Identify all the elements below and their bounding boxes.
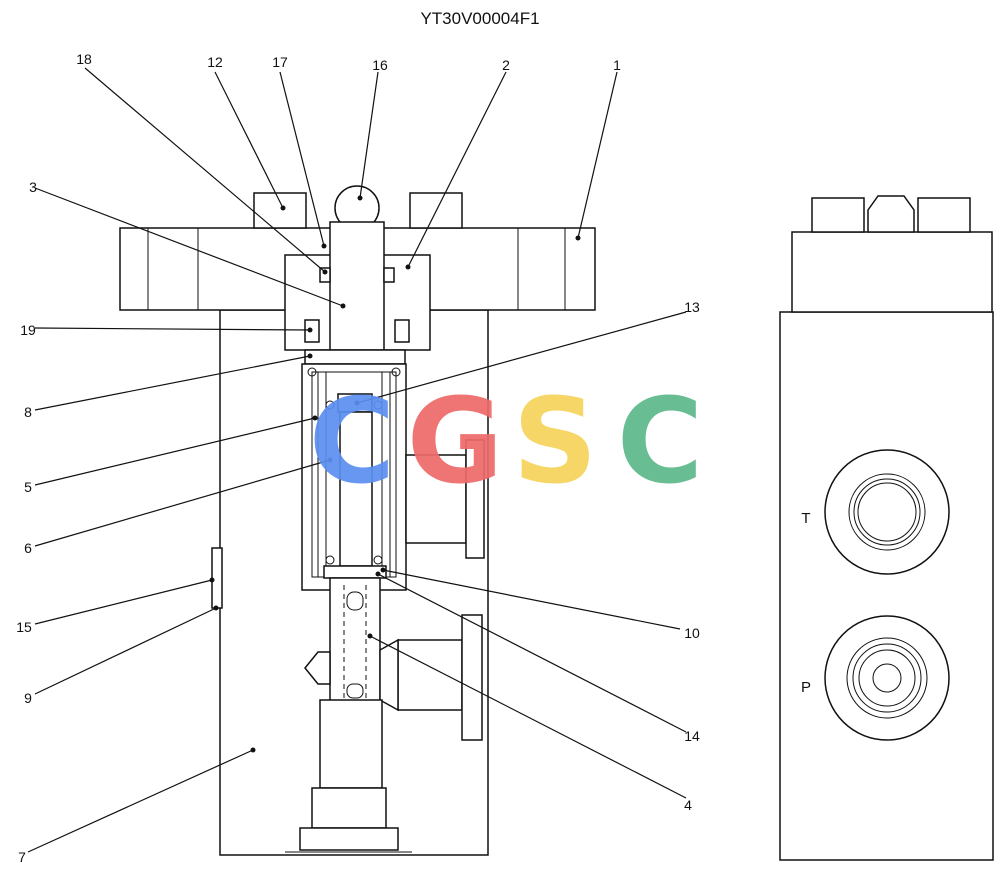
lower-fitting-neck [379,638,399,712]
lower-side-flange [461,614,483,741]
callout-labels: 1 2 3 4 5 6 7 8 9 10 12 13 14 15 16 17 1… [16,51,700,865]
callout-13: 13 [684,299,700,315]
callout-17: 17 [272,54,288,70]
callout-2: 2 [502,57,510,73]
watermark-letter-3: S [513,372,598,510]
upper-side-fitting [405,454,467,544]
callout-16: 16 [372,57,388,73]
callout-18: 18 [76,51,92,67]
leader-lines [27,67,687,853]
bottom-base [299,827,399,851]
callout-19: 19 [20,322,36,338]
callout-12: 12 [207,54,223,70]
callout-10: 10 [684,625,700,641]
plunger [329,221,385,351]
seal-right [383,267,395,283]
side-body [779,311,994,861]
side-top-housing [791,231,993,313]
lower-side-fitting [397,639,463,711]
pointed-fitting [304,651,331,685]
callout-4: 4 [684,797,692,813]
drawing-title: YT30V00004F1 [420,9,539,28]
section-view [119,185,596,856]
spool [329,577,381,704]
seal-left-18 [319,267,331,283]
tank-port [824,449,950,575]
pressure-port [824,615,950,741]
callout-9: 9 [24,690,32,706]
callout-3: 3 [29,179,37,195]
watermark-letter-2: G [407,372,504,510]
pressure-port-label: P [801,679,811,696]
watermark-letter-4: C [617,372,704,510]
side-bolt-right [917,197,971,233]
top-bolt-right [409,192,463,229]
inner-rod [339,411,373,567]
watermark-logo: C G S C [309,372,704,510]
top-bolt-left [253,192,307,229]
callout-14: 14 [684,728,700,744]
watermark-letter-1: C [309,372,396,510]
bottom-stem [319,699,383,789]
callout-6: 6 [24,540,32,556]
side-cap [867,195,915,233]
callout-5: 5 [24,479,32,495]
side-bolt-left [811,197,865,233]
bottom-cap [311,787,387,829]
leader-dots [209,195,581,753]
callout-7: 7 [18,849,26,865]
upper-side-flange [465,439,485,559]
tank-port-label: T [801,510,810,527]
washer [304,349,406,365]
callout-15: 15 [16,619,32,635]
side-view: T P [779,195,994,861]
callout-8: 8 [24,404,32,420]
callout-1: 1 [613,57,621,73]
seal-19-right [394,319,410,343]
